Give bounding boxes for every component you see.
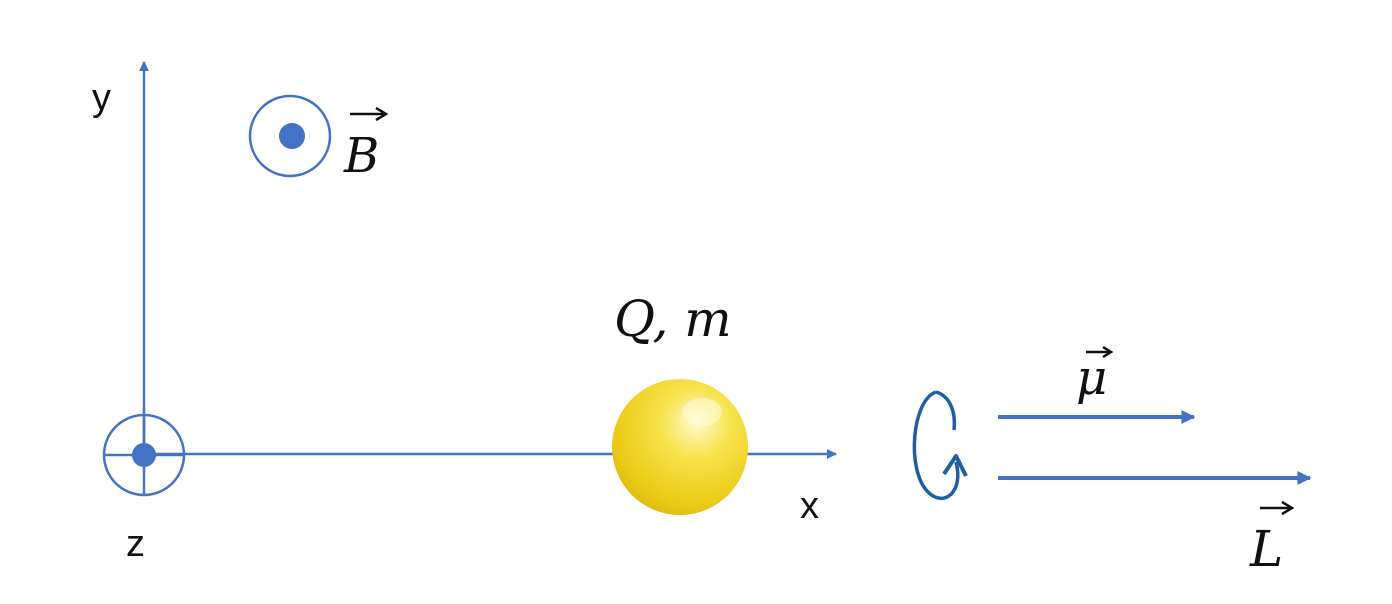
- angular-momentum-symbol: L: [1249, 520, 1283, 578]
- magnetic-field-circle-dot-icon: [248, 94, 332, 178]
- sphere-highlight: [682, 398, 722, 426]
- magnetic-moment-label: μ: [1076, 345, 1114, 406]
- charged-particle-sphere: [612, 379, 748, 515]
- z-axis-out-of-page-icon: [102, 413, 186, 497]
- angular-momentum-label: L: [1249, 500, 1295, 578]
- magnetic-field-label: B: [343, 106, 389, 184]
- particle-label: Q, m: [614, 290, 732, 348]
- counterclockwise-rotation-icon: [912, 390, 968, 500]
- magnetic-moment-symbol: μ: [1076, 350, 1107, 406]
- y-axis-label: y: [92, 77, 111, 119]
- z-axis-label: z: [126, 523, 145, 565]
- magnetic-field-symbol: B: [343, 128, 379, 184]
- x-axis-label: x: [800, 485, 819, 527]
